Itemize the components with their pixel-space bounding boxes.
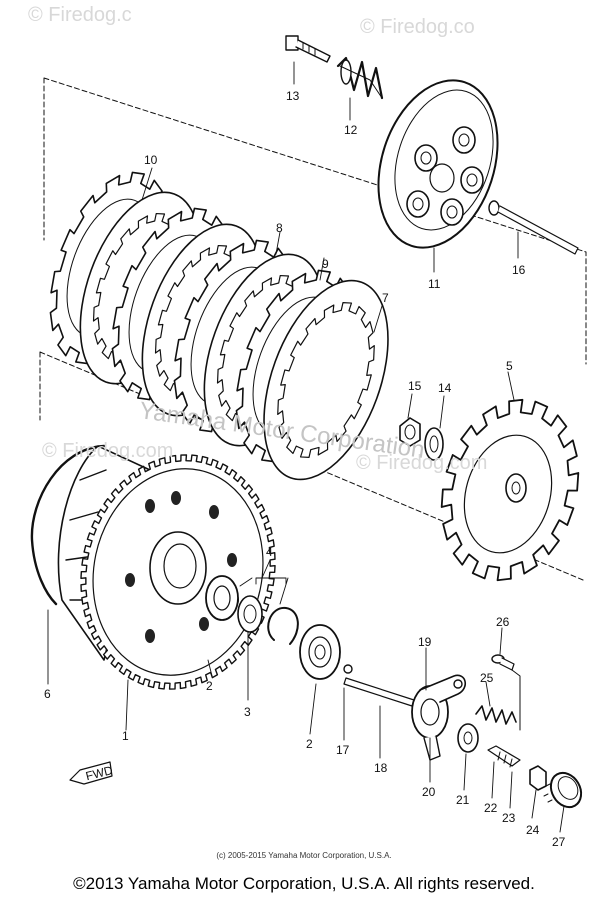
watermark: © Firedog.c <box>28 4 132 26</box>
part-11-pressure-plate <box>377 79 499 249</box>
callout-1: 1 <box>122 729 129 743</box>
driven-gear-face <box>92 468 264 676</box>
callout-10: 10 <box>144 153 158 167</box>
callout-20: 20 <box>422 785 436 799</box>
callout-16: 16 <box>512 263 526 277</box>
callout-22: 22 <box>484 801 498 815</box>
boss-hub <box>505 473 527 503</box>
part-27-cap <box>543 771 583 809</box>
part-16-push-rod <box>488 200 579 255</box>
callout-2b: 2 <box>306 737 313 751</box>
callout-19: 19 <box>418 635 432 649</box>
part-3-collar <box>237 595 263 633</box>
housing-slots <box>65 469 107 601</box>
housing-bore <box>163 543 197 589</box>
part-2-bearing-b <box>299 624 341 680</box>
part-24-nut <box>529 765 547 791</box>
callout-12: 12 <box>344 123 358 137</box>
part-17-ball <box>343 664 353 674</box>
watermark: © Firedog.com <box>356 452 488 474</box>
part-25-26-guide-line <box>511 669 521 731</box>
part-26-bolt <box>491 654 515 671</box>
callout-13: 13 <box>286 89 300 103</box>
callout-26: 26 <box>496 615 510 629</box>
callout-2: 2 <box>206 679 213 693</box>
callout-8: 8 <box>276 221 283 235</box>
part-2-bearing <box>205 575 239 621</box>
housing-rivet <box>199 617 209 631</box>
callout-15: 15 <box>408 379 422 393</box>
copyright-text: ©2013 Yamaha Motor Corporation, U.S.A. A… <box>73 874 535 893</box>
callout-labels: 13 12 10 8 9 7 11 16 15 14 5 4 6 2 3 1 2… <box>44 89 566 849</box>
callout-leader-lines <box>47 61 565 833</box>
part-4-bracket <box>255 577 287 585</box>
callout-23: 23 <box>502 811 516 825</box>
callout-21: 21 <box>456 793 470 807</box>
watermark: © Firedog.co <box>360 16 475 38</box>
housing-rivet <box>171 491 181 505</box>
callout-6: 6 <box>44 687 51 701</box>
clutch-plate-stack <box>49 171 389 481</box>
callout-18: 18 <box>374 761 388 775</box>
part-4-circlip <box>267 606 299 645</box>
callout-3: 3 <box>244 705 251 719</box>
part-15-nut <box>399 417 421 447</box>
assembly-outline <box>39 77 587 581</box>
callout-17: 17 <box>336 743 350 757</box>
callout-7: 7 <box>382 291 389 305</box>
part-20-push-lever-assembly <box>411 674 466 761</box>
part-18-push-rod <box>343 677 415 707</box>
housing-rivet <box>227 553 237 567</box>
part-22-screw <box>487 745 521 768</box>
part-25-spring <box>475 705 517 725</box>
callout-27: 27 <box>552 835 566 849</box>
clutch-plate <box>263 279 389 481</box>
part-13-bolt <box>285 35 331 63</box>
fwd-label: FWD <box>84 763 114 783</box>
boss-face <box>463 434 553 554</box>
callout-24: 24 <box>526 823 540 837</box>
part-14-lock-washer <box>424 427 444 461</box>
callout-9: 9 <box>322 257 329 271</box>
housing-rivet <box>145 629 155 643</box>
part-1-clutch-housing <box>57 445 276 690</box>
housing-rivet <box>145 499 155 513</box>
boss-bore <box>511 481 521 495</box>
part-5-clutch-boss <box>440 398 580 582</box>
watermark: © Firedog.com <box>42 440 174 462</box>
housing-rivet <box>209 505 219 519</box>
callout-5: 5 <box>506 359 513 373</box>
inner-copyright-text: (c) 2005-2015 Yamaha Motor Corporation, … <box>216 851 392 860</box>
housing-rivet <box>125 573 135 587</box>
part-6-circlip <box>30 444 106 606</box>
callout-14: 14 <box>438 381 452 395</box>
part-21-washer <box>457 723 479 753</box>
callout-4: 4 <box>266 545 273 559</box>
callout-25: 25 <box>480 671 494 685</box>
housing-hub <box>149 531 207 605</box>
fwd-arrow-icon: FWD <box>69 761 114 785</box>
callout-11: 11 <box>428 277 441 291</box>
part-12-spring <box>336 56 384 100</box>
